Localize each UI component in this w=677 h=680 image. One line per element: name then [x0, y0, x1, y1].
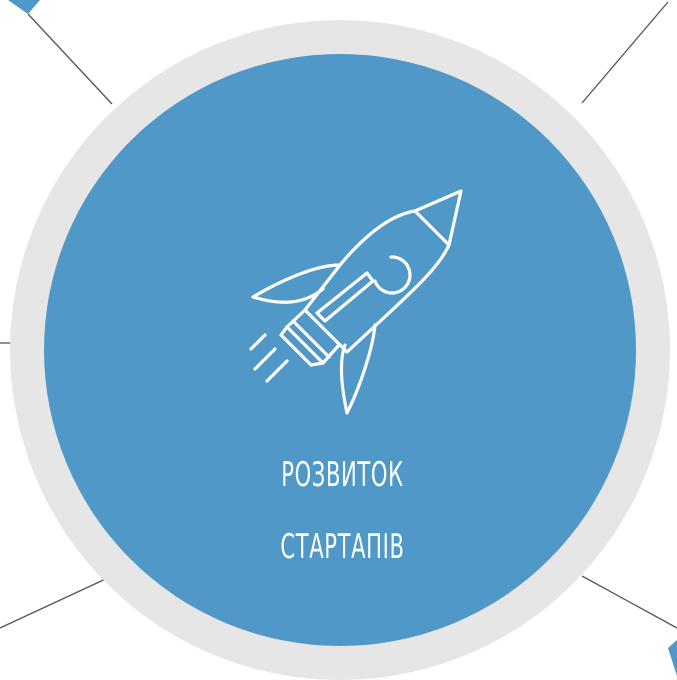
- rocket-icon: [249, 189, 463, 415]
- connector-bottom-right: [581, 575, 677, 629]
- connector-bottom-left: [0, 575, 113, 629]
- connector-top-left: [27, 13, 113, 105]
- hub-title-line2: СТАРТАПІВ: [280, 527, 405, 567]
- hub-circle: [44, 54, 636, 646]
- connector-top-right: [581, 1, 669, 104]
- neighbor-node-bottom-right: [668, 640, 677, 676]
- hub-title-line1: РОЗВИТОК: [281, 455, 404, 495]
- neighbor-node-top-left: [8, 0, 40, 14]
